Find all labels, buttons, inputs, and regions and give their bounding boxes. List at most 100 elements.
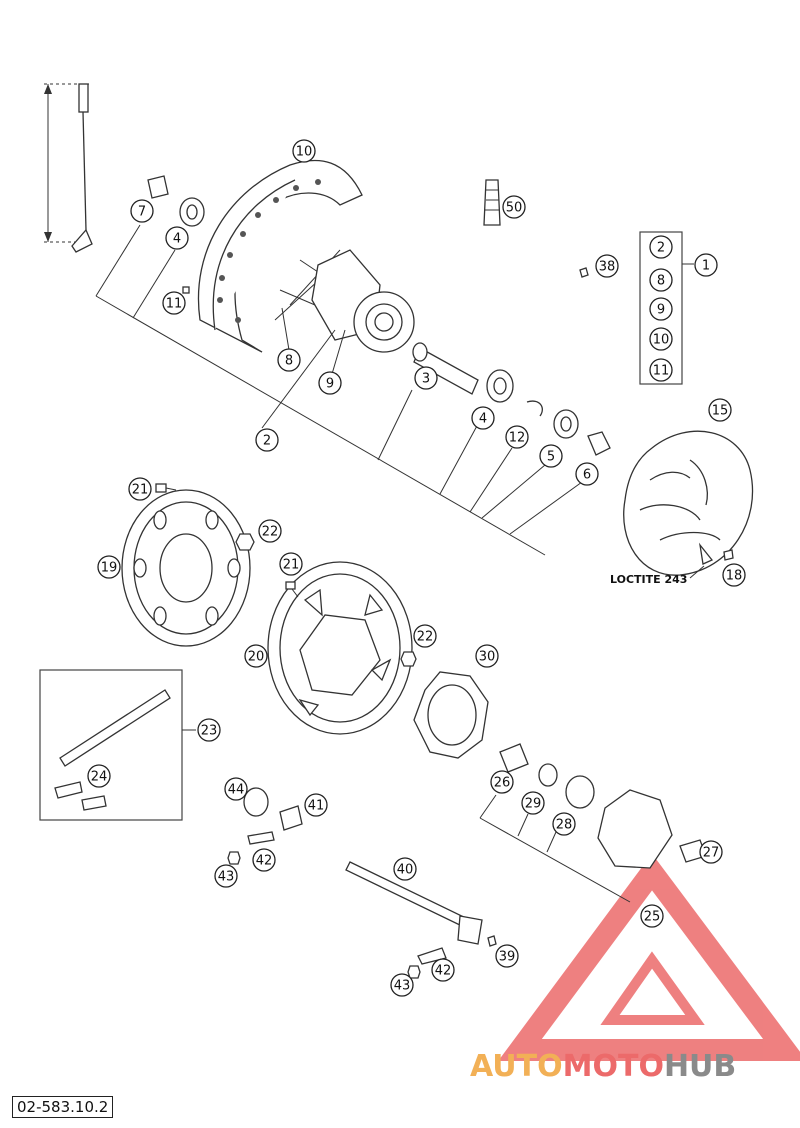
callout-c41: 41 xyxy=(304,793,328,817)
svg-text:29: 29 xyxy=(525,797,542,812)
svg-text:4: 4 xyxy=(173,232,181,247)
svg-text:43: 43 xyxy=(394,979,411,994)
callout-c2: 2 xyxy=(255,428,279,452)
bolt-21-top xyxy=(155,483,177,493)
svg-text:2: 2 xyxy=(263,434,271,449)
svg-text:8: 8 xyxy=(285,354,293,369)
callout-c28: 28 xyxy=(552,812,576,836)
callout-c42b: 42 xyxy=(431,958,455,982)
callout-c6: 6 xyxy=(575,462,599,486)
axle-part xyxy=(345,861,497,979)
svg-text:26: 26 xyxy=(494,776,511,791)
callout-kit-8: 8 xyxy=(649,268,673,292)
svg-text:5: 5 xyxy=(547,450,555,465)
brake-disc-part xyxy=(623,430,754,576)
svg-text:9: 9 xyxy=(326,377,334,392)
flange-part xyxy=(413,671,489,759)
callout-c7: 7 xyxy=(130,199,154,223)
svg-text:22: 22 xyxy=(417,630,434,645)
watermark-text: AUTOMOTOHUB xyxy=(470,1049,736,1084)
svg-text:10: 10 xyxy=(653,333,670,348)
callout-c18: 18 xyxy=(722,563,746,587)
callout-c5: 5 xyxy=(539,444,563,468)
svg-text:19: 19 xyxy=(101,561,118,576)
svg-text:50: 50 xyxy=(506,201,523,216)
callout-c26: 26 xyxy=(490,770,514,794)
callout-c22a: 22 xyxy=(258,519,282,543)
callout-c24: 24 xyxy=(87,764,111,788)
svg-text:4: 4 xyxy=(479,412,487,427)
kit-box xyxy=(639,231,694,385)
callout-c21a: 21 xyxy=(128,477,152,501)
svg-text:1: 1 xyxy=(702,259,710,274)
callout-c20: 20 xyxy=(244,644,268,668)
svg-text:6: 6 xyxy=(583,468,591,483)
callout-kit-2: 2 xyxy=(649,235,673,259)
svg-text:18: 18 xyxy=(726,569,743,584)
callout-c21b: 21 xyxy=(279,552,303,576)
callout-c38: 38 xyxy=(595,254,619,278)
spacer-and-bearings xyxy=(147,175,611,456)
svg-text:20: 20 xyxy=(248,650,265,665)
callout-c15: 15 xyxy=(708,398,732,422)
callout-c19: 19 xyxy=(97,555,121,579)
callout-c10: 10 xyxy=(292,139,316,163)
callout-c22b: 22 xyxy=(413,624,437,648)
callout-c4b: 4 xyxy=(471,406,495,430)
svg-text:42: 42 xyxy=(435,964,452,979)
svg-text:15: 15 xyxy=(712,404,729,419)
assembly-leaders xyxy=(95,224,583,556)
svg-text:12: 12 xyxy=(509,431,526,446)
callout-kit-11: 11 xyxy=(649,358,673,382)
svg-text:24: 24 xyxy=(91,770,108,785)
callout-c27: 27 xyxy=(699,840,723,864)
large-sprocket-part xyxy=(267,561,413,735)
callout-kit-9: 9 xyxy=(649,297,673,321)
callout-c39: 39 xyxy=(495,944,519,968)
callout-c23: 23 xyxy=(197,718,221,742)
bolt-21-mid xyxy=(285,581,299,598)
nut-22-top xyxy=(235,533,255,551)
callout-c1: 1 xyxy=(694,253,718,277)
callout-c3: 3 xyxy=(414,366,438,390)
callout-markers: 1234456789101112151819202121222223242526… xyxy=(87,139,746,997)
nut-22-mid xyxy=(400,651,417,667)
svg-text:43: 43 xyxy=(218,870,235,885)
rim-part xyxy=(197,159,363,353)
svg-text:21: 21 xyxy=(132,483,149,498)
callout-c40: 40 xyxy=(393,857,417,881)
svg-text:42: 42 xyxy=(256,854,273,869)
svg-text:3: 3 xyxy=(422,372,430,387)
callout-kit-10: 10 xyxy=(649,327,673,351)
svg-text:11: 11 xyxy=(653,364,670,379)
callout-c50: 50 xyxy=(502,195,526,219)
svg-text:39: 39 xyxy=(499,950,516,965)
svg-text:22: 22 xyxy=(262,525,279,540)
chain-box xyxy=(39,669,196,821)
sprocket-carrier-parts xyxy=(479,743,707,903)
valve-part xyxy=(483,179,501,226)
callout-c29: 29 xyxy=(521,791,545,815)
callout-c11: 11 xyxy=(162,291,186,315)
svg-text:7: 7 xyxy=(138,205,146,220)
callout-c12: 12 xyxy=(505,425,529,449)
spoke-part xyxy=(44,83,93,253)
callout-c44: 44 xyxy=(224,777,248,801)
svg-text:8: 8 xyxy=(657,274,665,289)
callout-c9: 9 xyxy=(318,371,342,395)
callout-c8: 8 xyxy=(277,348,301,372)
svg-text:38: 38 xyxy=(599,260,616,275)
small-sprocket-part xyxy=(121,489,251,647)
watermark-logo xyxy=(498,853,800,1061)
svg-text:44: 44 xyxy=(228,783,245,798)
callout-c43a: 43 xyxy=(214,864,238,888)
svg-text:21: 21 xyxy=(283,558,300,573)
callout-c42a: 42 xyxy=(252,848,276,872)
document-code: 02-583.10.2 xyxy=(12,1096,114,1118)
callout-c30: 30 xyxy=(475,644,499,668)
svg-text:27: 27 xyxy=(703,846,720,861)
callout-c43b: 43 xyxy=(390,973,414,997)
svg-text:30: 30 xyxy=(479,650,496,665)
svg-text:2: 2 xyxy=(657,241,665,256)
